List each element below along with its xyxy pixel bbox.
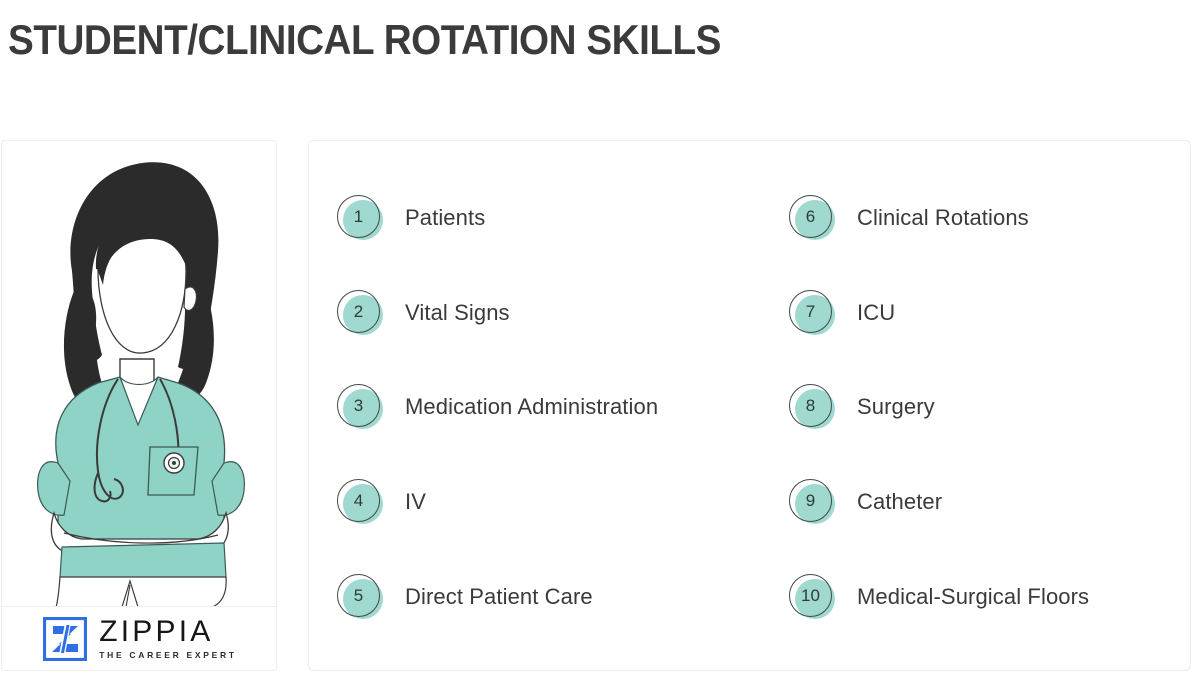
page-title: STUDENT/CLINICAL ROTATION SKILLS	[8, 16, 721, 63]
skill-number: 2	[353, 301, 364, 321]
skill-number: 5	[353, 585, 364, 605]
skill-number-badge: 7	[789, 289, 835, 336]
skill-number-badge: 4	[337, 479, 383, 525]
skill-number: 3	[353, 396, 364, 416]
skill-number-badge: 6	[789, 195, 835, 241]
badge-outline-circle	[789, 479, 832, 523]
badge-outline-circle	[789, 289, 832, 333]
skill-number-badge: 3	[337, 384, 383, 430]
badge-outline-circle	[789, 573, 832, 617]
zippia-wordmark: ZIPPIA THE CAREER EXPERT	[99, 614, 237, 662]
skills-grid: 1 Patients 2 Vital Signs 3 Medication	[309, 141, 1190, 670]
skill-number: 10	[801, 585, 820, 605]
skills-panel: 1 Patients 2 Vital Signs 3 Medication	[308, 140, 1191, 671]
badge-outline-circle	[789, 195, 832, 239]
illustration-card: ZIPPIA THE CAREER EXPERT	[1, 140, 277, 671]
skill-label: Direct Patient Care	[405, 583, 593, 609]
skill-label: IV	[405, 489, 426, 515]
logo-tagline-text: THE CAREER EXPERT	[99, 649, 237, 660]
badge-outline-circle	[789, 384, 832, 428]
skill-number: 7	[805, 301, 816, 321]
skill-item-3: 3 Medication Administration	[309, 360, 761, 455]
skill-label: Patients	[405, 205, 486, 231]
skill-number-badge: 8	[789, 384, 835, 430]
badge-outline-circle	[337, 573, 380, 617]
skill-item-10: 10 Medical-Surgical Floors	[761, 549, 1190, 644]
skill-number: 4	[353, 491, 364, 511]
skill-number-badge: 9	[789, 479, 835, 525]
badge-outline-circle	[337, 195, 380, 239]
skill-number: 8	[805, 396, 816, 416]
skill-label: Medication Administration	[405, 394, 659, 420]
skill-label: ICU	[857, 299, 896, 325]
zippia-logo[interactable]: ZIPPIA THE CAREER EXPERT	[2, 607, 276, 670]
skill-item-2: 2 Vital Signs	[309, 266, 761, 361]
logo-wordmark-text: ZIPPIA	[99, 614, 214, 648]
skill-label: Vital Signs	[405, 299, 510, 325]
skill-number: 9	[805, 491, 816, 511]
skill-label: Surgery	[857, 394, 935, 420]
zippia-z-mark-icon	[43, 617, 88, 661]
badge-outline-circle	[337, 384, 380, 428]
nurse-illustration	[2, 141, 276, 607]
logo-divider	[2, 606, 276, 607]
skill-item-9: 9 Catheter	[761, 455, 1190, 550]
skill-label: Clinical Rotations	[857, 205, 1029, 231]
skill-number: 6	[805, 207, 816, 227]
skill-item-8: 8 Surgery	[761, 360, 1190, 455]
skill-item-7: 7 ICU	[761, 266, 1190, 361]
skill-item-5: 5 Direct Patient Care	[309, 549, 761, 644]
skill-number-badge: 2	[337, 289, 383, 336]
skill-number-badge: 10	[789, 573, 835, 620]
skill-number-badge: 5	[337, 573, 383, 620]
skill-item-4: 4 IV	[309, 455, 761, 550]
badge-outline-circle	[337, 479, 380, 523]
skill-item-6: 6 Clinical Rotations	[761, 171, 1190, 266]
skill-label: Medical-Surgical Floors	[857, 583, 1090, 609]
skill-label: Catheter	[857, 489, 943, 515]
skill-number: 1	[353, 207, 364, 227]
badge-outline-circle	[337, 289, 380, 333]
skill-item-1: 1 Patients	[309, 171, 761, 266]
skill-number-badge: 1	[337, 195, 383, 241]
